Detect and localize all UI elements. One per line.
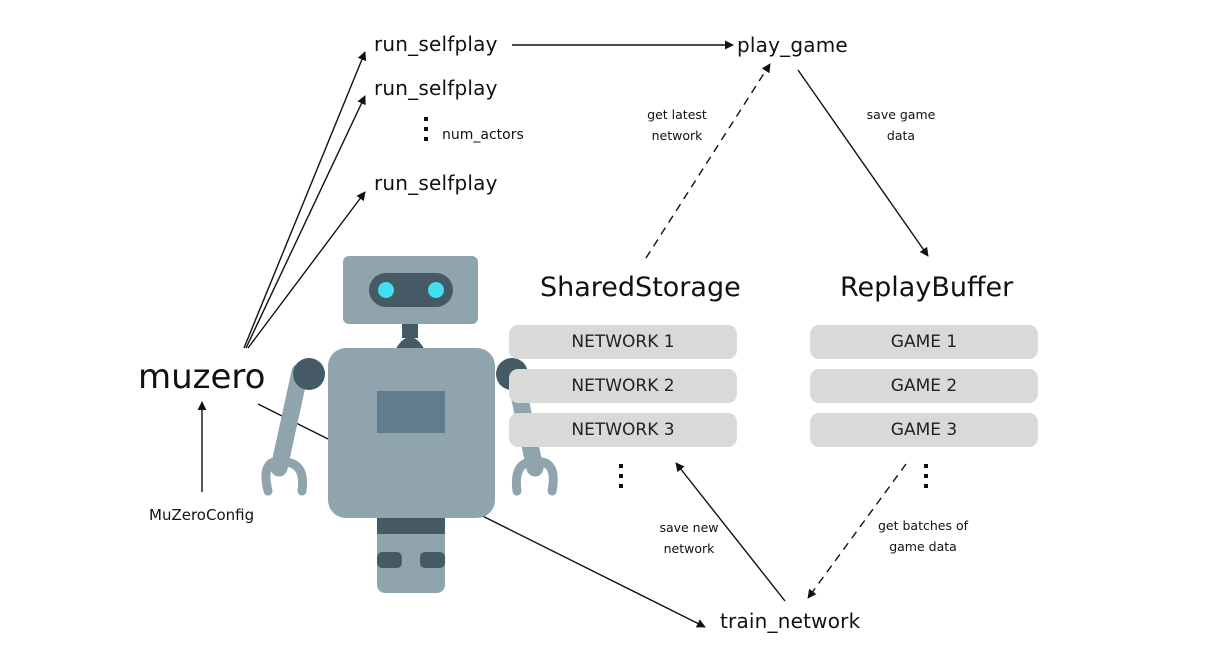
arrow-muzero-to-selfplay-2 <box>245 95 366 349</box>
save-game-data-note: save game data <box>866 107 936 143</box>
game-slot-3: GAME 3 <box>810 413 1038 447</box>
network-slot-1: NETWORK 1 <box>509 325 737 359</box>
storage-ellipsis <box>619 464 623 494</box>
network-slot-3: NETWORK 3 <box>509 413 737 447</box>
run-selfplay-label-1: run_selfplay <box>374 32 498 56</box>
run-selfplay-label-2: run_selfplay <box>374 76 498 100</box>
run-selfplay-label-3: run_selfplay <box>374 171 498 195</box>
train-network-label: train_network <box>720 609 861 633</box>
muzero-config-label: MuZeroConfig <box>149 506 255 524</box>
arrow-muzero-to-selfplay-3 <box>247 191 366 349</box>
get-batches-note: get batches of game data <box>877 518 968 554</box>
game-slot-2: GAME 2 <box>810 369 1038 403</box>
network-slot-2: NETWORK 2 <box>509 369 737 403</box>
arrow-muzero-to-selfplay-1 <box>243 51 367 349</box>
shared-storage-title: SharedStorage <box>540 272 741 303</box>
arrow-play-game-to-replay-buffer <box>797 69 929 257</box>
game-slot-1: GAME 1 <box>810 325 1038 359</box>
save-new-network-note: save new network <box>659 520 719 556</box>
num-actors-label: num_actors <box>442 127 524 143</box>
replay-buffer-title: ReplayBuffer <box>840 272 1014 303</box>
arrow-storage-to-play-game <box>645 63 771 259</box>
actors-ellipsis <box>424 117 428 147</box>
buffer-ellipsis <box>924 464 928 494</box>
arrow-train-to-storage <box>675 462 786 602</box>
get-latest-network-note: get latest network <box>647 107 707 143</box>
muzero-label: muzero <box>138 357 266 397</box>
play-game-label: play_game <box>737 33 848 57</box>
